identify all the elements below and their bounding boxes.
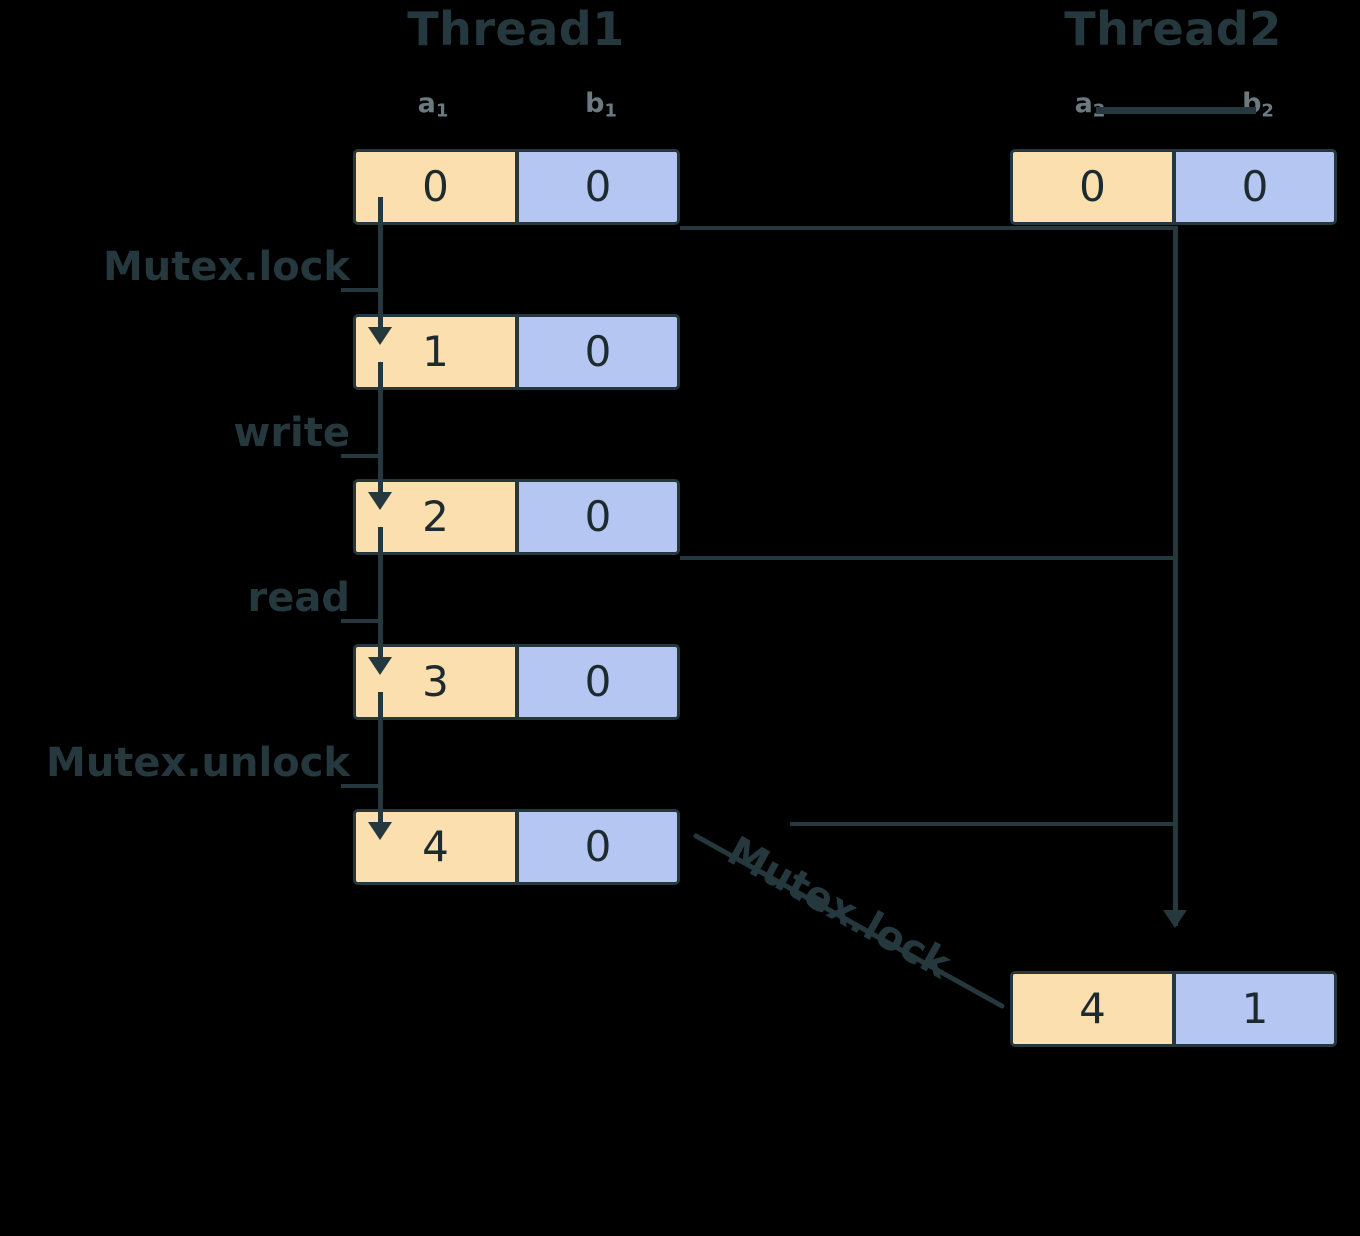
- diagonal-connector-line: [693, 833, 1005, 1009]
- flow-arrow-head: [368, 657, 392, 675]
- flow-arrow-head: [368, 492, 392, 510]
- table-row: 1 0: [353, 314, 680, 390]
- flow-arrow-shaft: [378, 527, 383, 665]
- label-tick-mutex-lock: [341, 288, 381, 292]
- thread2-var-b-sub: 2: [1261, 100, 1274, 122]
- operation-label-read: read: [247, 575, 350, 621]
- thread2-var-a-base: a: [1074, 88, 1093, 119]
- thread2-var-b-label: b2: [1213, 88, 1303, 122]
- memory-cell-b: 0: [1174, 149, 1337, 225]
- memory-cell-b: 1: [1174, 971, 1337, 1047]
- thread2-var-b-base: b: [1242, 88, 1262, 119]
- memory-cell-b: 0: [517, 644, 680, 720]
- memory-cell-a: 0: [1010, 149, 1174, 225]
- table-row: 3 0: [353, 644, 680, 720]
- flow-arrow-shaft: [378, 197, 383, 335]
- thread1-var-a-label: a1: [388, 88, 478, 122]
- label-tick-write: [341, 454, 381, 458]
- sync-line-mutex-lock: [790, 822, 1176, 826]
- memory-cell-a: 4: [1010, 971, 1174, 1047]
- thread1-var-b-sub: 1: [604, 100, 617, 122]
- table-row: 2 0: [353, 479, 680, 555]
- label-tick-mutex-unlock: [341, 784, 381, 788]
- thread1-heading: Thread1: [407, 2, 625, 56]
- thread2-timeline: [1173, 226, 1178, 926]
- thread1-var-a-base: a: [417, 88, 436, 119]
- operation-label-write: write: [233, 410, 350, 456]
- memory-cell-b: 0: [517, 149, 680, 225]
- label-tick-read: [341, 619, 381, 623]
- table-row: 4 1: [1010, 971, 1337, 1047]
- table-row: 0 0: [353, 149, 680, 225]
- memory-cell-b: 0: [517, 809, 680, 885]
- memory-cell-b: 0: [517, 314, 680, 390]
- sync-line-initial: [680, 226, 1175, 230]
- flow-arrow-head: [368, 822, 392, 840]
- thread1-var-a-sub: 1: [435, 100, 449, 122]
- thread2-var-a-label: a2: [1045, 88, 1135, 122]
- thread1-var-b-label: b1: [556, 88, 646, 122]
- thread2-timeline-arrowhead: [1163, 910, 1187, 928]
- thread2-heading: Thread2: [1064, 2, 1282, 56]
- table-row: 0 0: [1010, 149, 1337, 225]
- flow-arrow-head: [368, 327, 392, 345]
- operation-label-mutex-unlock: Mutex.unlock: [46, 740, 350, 786]
- table-row: 4 0: [353, 809, 680, 885]
- operation-label-mutex-lock: Mutex.lock: [102, 244, 350, 290]
- flow-arrow-shaft: [378, 362, 383, 500]
- memory-cell-b: 0: [517, 479, 680, 555]
- flow-arrow-shaft: [378, 692, 383, 830]
- thread2-var-link-line: [1096, 107, 1256, 114]
- sync-line-write: [680, 556, 1176, 560]
- thread1-var-b-base: b: [585, 88, 605, 119]
